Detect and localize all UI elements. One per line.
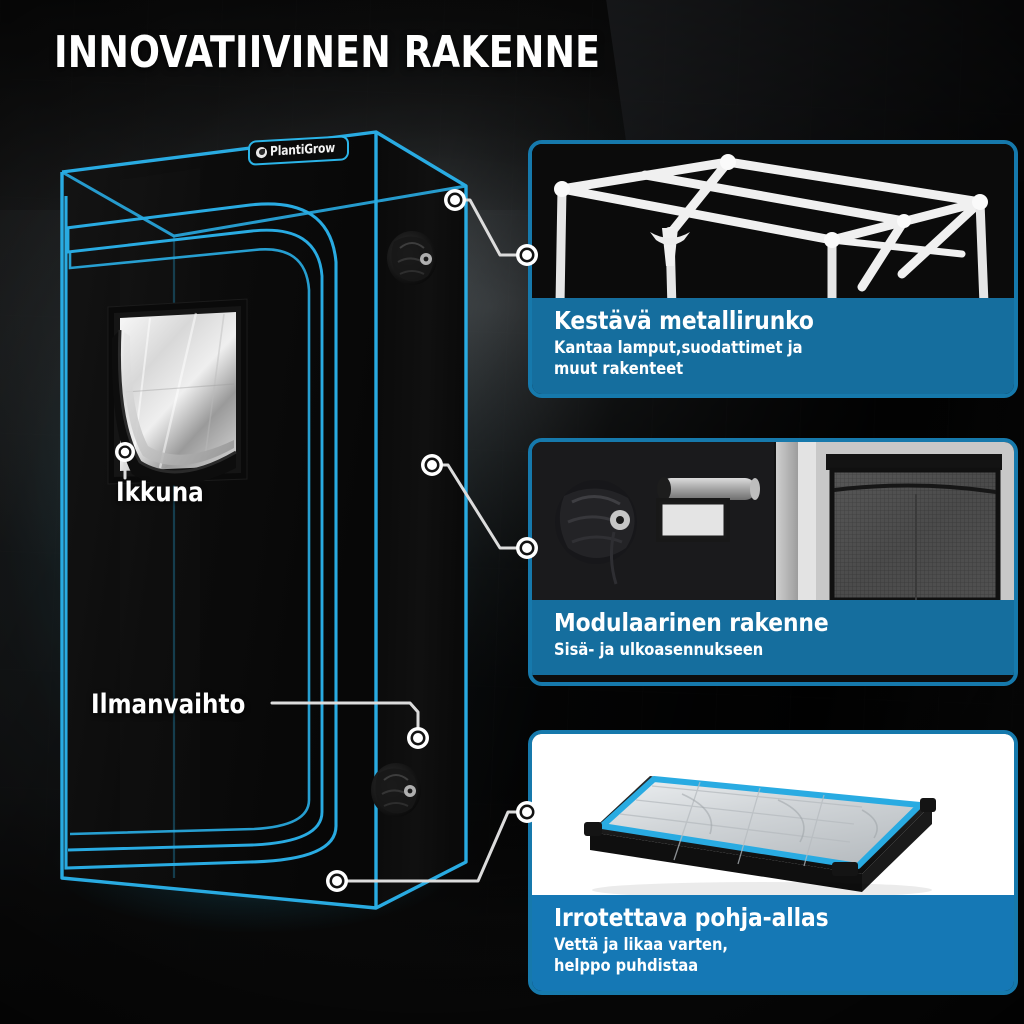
- panel-photo-modular-parts: [532, 442, 1014, 600]
- panel-title: Modulaarinen rakenne: [554, 608, 829, 637]
- panel-subtitle: Vettä ja likaa varten, helppo puhdistaa: [554, 935, 728, 976]
- grow-tent-illustration: [60, 130, 468, 910]
- panel-title: Irrotettava pohja-allas: [554, 903, 829, 932]
- panel-subtitle: Kantaa lamput,suodattimet ja muut rakent…: [554, 338, 803, 379]
- brand-logo-label: PlantiGrow: [270, 140, 336, 160]
- leaf-circle-icon: [256, 146, 268, 159]
- panel-subtitle: Sisä- ja ulkoasennukseen: [554, 640, 764, 660]
- feature-panel-modulaarinen[interactable]: Modulaarinen rakenne Sisä- ja ulkoasennu…: [528, 438, 1018, 686]
- page-title: INNOVATIIVINEN RAKENNE: [54, 27, 601, 78]
- callout-label-ikkuna: Ikkuna: [116, 477, 204, 508]
- panel-photo-floor-tray: [532, 734, 1014, 895]
- callout-label-ilmanvaihto: Ilmanvaihto: [91, 689, 246, 720]
- feature-panel-metallirunko[interactable]: Kestävä metallirunko Kantaa lamput,suoda…: [528, 140, 1018, 398]
- panel-title: Kestävä metallirunko: [554, 306, 814, 335]
- panel-photo-metal-frame: [532, 144, 1014, 298]
- panel-caption-modulaarinen: Modulaarinen rakenne Sisä- ja ulkoasennu…: [532, 600, 1014, 675]
- panel-caption-metallirunko: Kestävä metallirunko Kantaa lamput,suoda…: [532, 298, 1014, 394]
- panel-caption-pohja-allas: Irrotettava pohja-allas Vettä ja likaa v…: [532, 895, 1014, 991]
- feature-panel-pohja-allas[interactable]: Irrotettava pohja-allas Vettä ja likaa v…: [528, 730, 1018, 995]
